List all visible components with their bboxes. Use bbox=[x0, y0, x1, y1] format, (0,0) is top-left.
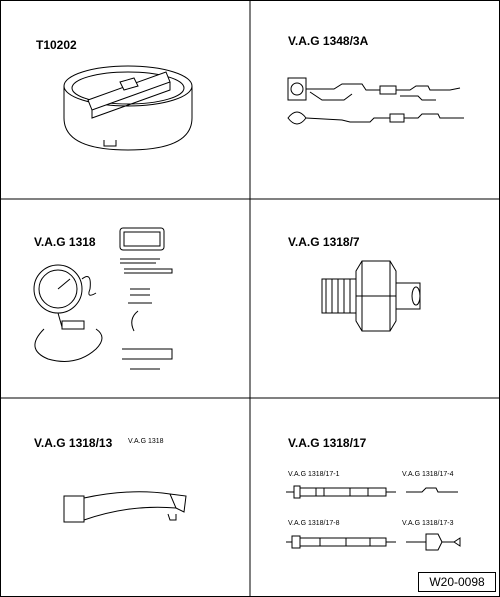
figure-id: W20-0098 bbox=[418, 572, 496, 592]
cell-vag1318-17: V.A.G 1318/17 V.A.G 1318/17-1 V.A.G 1318… bbox=[250, 398, 500, 597]
tool-label-vag1318-13: V.A.G 1318/13 bbox=[34, 436, 113, 450]
cell-vag1318: V.A.G 1318 V.A.G 1318 bbox=[0, 199, 250, 445]
tool-label-vag1318: V.A.G 1318 bbox=[34, 235, 96, 249]
cell-vag1318-7: V.A.G 1318/7 bbox=[250, 199, 500, 398]
vag1318-13-drawing bbox=[63, 491, 187, 523]
part-label-17-1: V.A.G 1318/17-1 bbox=[288, 471, 340, 478]
vag1318-17-drawing bbox=[286, 485, 461, 551]
cell-vag1348-3a: V.A.G 1348/3A bbox=[250, 0, 500, 199]
part-label-17-3: V.A.G 1318/17-3 bbox=[402, 520, 454, 527]
case-label-vag1318: V.A.G 1318 bbox=[128, 438, 164, 445]
vag1318-drawing bbox=[33, 227, 173, 370]
vag1348-3a-drawing bbox=[287, 77, 464, 125]
cell-vag1318-13: V.A.G 1318/13 bbox=[0, 398, 250, 597]
tool-label-t10202: T10202 bbox=[36, 38, 77, 52]
vag1318-7-drawing bbox=[321, 260, 421, 332]
tool-label-vag1318-17: V.A.G 1318/17 bbox=[288, 436, 367, 450]
cell-t10202: T10202 bbox=[0, 0, 250, 199]
tool-label-vag1318-7: V.A.G 1318/7 bbox=[288, 235, 360, 249]
part-label-17-8: V.A.G 1318/17-8 bbox=[288, 520, 340, 527]
tool-label-vag1348-3a: V.A.G 1348/3A bbox=[288, 34, 369, 48]
t10202-drawing bbox=[63, 65, 193, 151]
part-label-17-4: V.A.G 1318/17-4 bbox=[402, 471, 454, 478]
